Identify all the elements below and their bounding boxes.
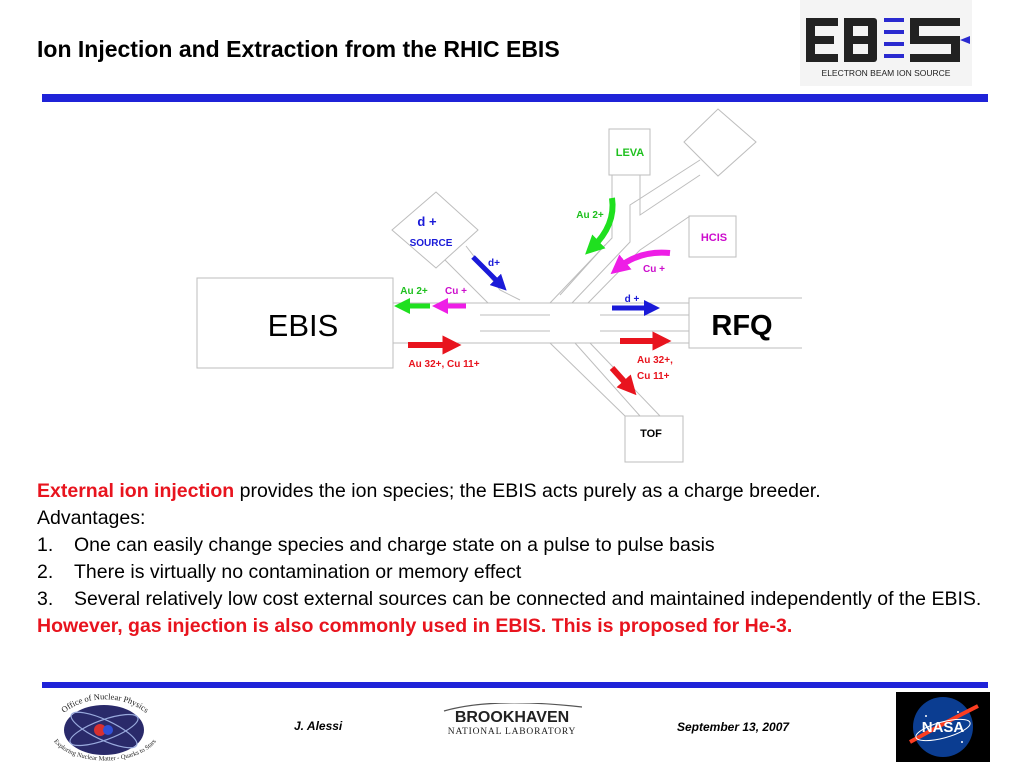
list-text: One can easily change species and charge… [74, 534, 715, 556]
intro-line: External ion injection provides the ion … [37, 478, 997, 505]
cu-hcis-label: Cu + [643, 264, 665, 275]
ebis-logo: ELECTRON BEAM ION SOURCE [800, 0, 972, 86]
bottom-divider [42, 682, 988, 688]
intro-rest: provides the ion species; the EBIS acts … [234, 480, 821, 502]
ebis-logo-subtitle: ELECTRON BEAM ION SOURCE [822, 68, 951, 78]
extract-tof-label-1: Au 32+, [637, 355, 673, 366]
bnl-line1: BROOKHAVEN [455, 709, 569, 726]
au2-leva-label: Au 2+ [576, 210, 604, 221]
advantages-list: 1. One can easily change species and char… [37, 532, 997, 613]
slide-title: Ion Injection and Extraction from the RH… [37, 36, 560, 62]
leva-label: LEVA [616, 147, 645, 159]
nasa-logo: NASA [896, 692, 990, 762]
intro-highlight: External ion injection [37, 480, 235, 502]
closing-note: However, gas injection is also commonly … [37, 615, 793, 637]
hcis-label: HCIS [701, 232, 727, 244]
ebis-label: EBIS [268, 308, 339, 343]
date: September 13, 2007 [677, 720, 790, 734]
body-text: External ion injection provides the ion … [37, 478, 997, 640]
cu-ebis-label: Cu + [445, 286, 467, 297]
advantages-heading: Advantages: [37, 507, 146, 529]
list-text: Several relatively low cost external sou… [74, 588, 982, 610]
list-number: 1. [37, 534, 54, 556]
list-number: 2. [37, 561, 54, 583]
brookhaven-logo: BROOKHAVEN NATIONAL LABORATORY [443, 703, 583, 737]
top-divider [42, 94, 988, 102]
list-item: 3. Several relatively low cost external s… [37, 586, 997, 613]
au2-ebis-label: Au 2+ [400, 286, 428, 297]
rfq-label: RFQ [711, 310, 772, 342]
d-rfq-label: d + [625, 294, 640, 305]
source-title: d + [417, 214, 437, 229]
extract-tof-label-2: Cu 11+ [637, 371, 670, 382]
source-label: SOURCE [410, 238, 453, 249]
extract-ebis-label: Au 32+, Cu 11+ [408, 359, 479, 370]
office-of-nuclear-physics-logo: Office of Nuclear Physics Exploring Nucl… [52, 691, 158, 762]
list-item: 1. One can easily change species and char… [37, 532, 997, 559]
list-text: There is virtually no contamination or m… [74, 561, 522, 583]
bnl-line2: NATIONAL LABORATORY [448, 727, 576, 737]
nasa-text: NASA [922, 719, 965, 736]
list-number: 3. [37, 588, 54, 610]
author: J. Alessi [294, 719, 343, 733]
list-item: 2. There is virtually no contamination or… [37, 559, 997, 586]
d-plus-source-label: d+ [488, 258, 500, 269]
tof-label: TOF [640, 428, 662, 440]
